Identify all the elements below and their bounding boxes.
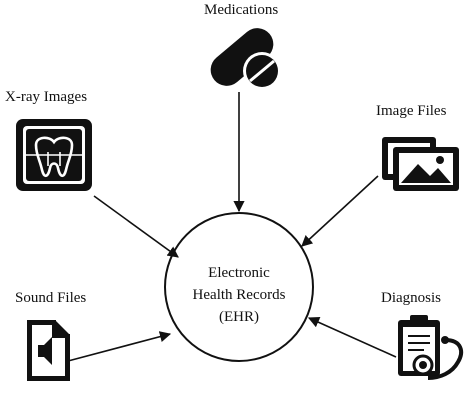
clipboard-stethoscope-icon <box>398 315 464 380</box>
audio-file-icon <box>27 320 70 381</box>
ehr-hub-label-line3: (EHR) <box>219 309 259 325</box>
arrow-xray-to-ehr <box>93 195 179 258</box>
arrow-diagnosis-to-ehr <box>307 317 397 358</box>
diagnosis-label: Diagnosis <box>381 290 441 306</box>
photo-stack-icon <box>382 137 459 191</box>
arrow-image-files-to-ehr <box>301 175 379 247</box>
medications-label: Medications <box>204 2 279 18</box>
pills-icon <box>210 28 281 90</box>
ehr-hub-label-line1: Electronic <box>208 265 270 281</box>
ehr-hub-circle <box>164 212 314 362</box>
ehr-hub-label-line2: Health Records <box>192 287 286 303</box>
tooth-xray-icon <box>16 119 92 191</box>
arrow-sound-files-to-ehr <box>67 331 172 362</box>
xray-images-label: X-ray Images <box>5 89 88 105</box>
sound-files-label: Sound Files <box>15 290 87 306</box>
image-files-label: Image Files <box>376 103 447 119</box>
ehr-hub-label: Electronic Health Records (EHR) <box>170 262 308 328</box>
